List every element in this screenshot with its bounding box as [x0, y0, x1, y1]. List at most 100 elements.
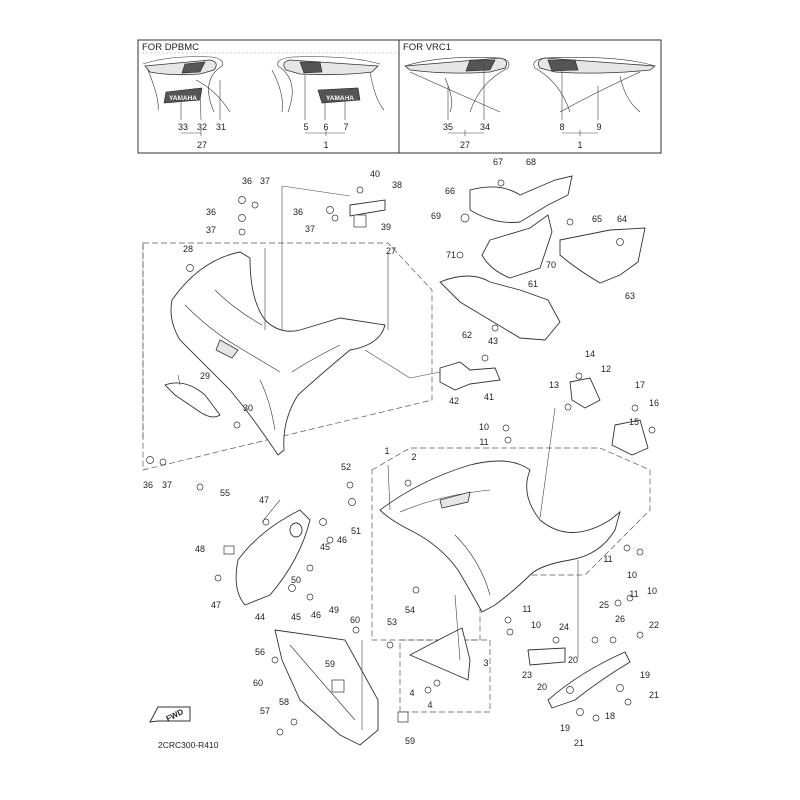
callout-1-top-left: 1: [323, 140, 328, 150]
lower-cowling-1-drawing: [379, 460, 621, 613]
diagram-reference-code: 2CRC300-R410: [158, 740, 219, 750]
callout-40: 40: [370, 169, 380, 179]
callout-2: 2: [411, 452, 416, 462]
callout-58: 58: [279, 697, 289, 707]
callout-10-a: 10: [479, 422, 489, 432]
callout-10-b: 10: [627, 570, 637, 580]
callout-20-a: 20: [568, 655, 578, 665]
callout-36-c: 36: [293, 207, 303, 217]
callout-6: 6: [323, 122, 328, 132]
callout-9: 9: [596, 122, 601, 132]
callout-31: 31: [216, 122, 226, 132]
callout-28: 28: [183, 244, 193, 254]
decal-yamaha-right: YAMAHA: [326, 95, 354, 102]
inset-box: [137, 39, 662, 154]
callout-59-a: 59: [325, 659, 335, 669]
callout-13: 13: [549, 380, 559, 390]
callout-23: 23: [522, 670, 532, 680]
fwd-arrow-icon: FWD: [149, 706, 191, 724]
callout-27-mid: 27: [386, 246, 396, 256]
callout-labels: 33 32 31 27 5 6 7 1 35 34 27 8 9 1 36 37…: [143, 122, 659, 748]
callout-11-a: 11: [479, 437, 488, 447]
callout-11-c: 11: [629, 589, 638, 599]
callout-19-b: 19: [560, 723, 570, 733]
dpbmc-left-fairing-drawing: YAMAHA: [142, 56, 231, 113]
callout-5: 5: [303, 122, 308, 132]
callout-37-a: 37: [260, 176, 270, 186]
callout-46-b: 46: [311, 610, 321, 620]
callout-45-a: 45: [320, 542, 330, 552]
callout-42: 42: [449, 396, 459, 406]
callout-59-b: 59: [405, 736, 415, 746]
leaders-main: [177, 185, 579, 730]
callout-24: 24: [559, 622, 569, 632]
callout-54: 54: [405, 605, 415, 615]
inset-leaders: [180, 64, 599, 136]
callout-55: 55: [220, 488, 230, 498]
small-brackets-drawing: [569, 377, 649, 456]
callout-17: 17: [635, 380, 645, 390]
callout-7: 7: [343, 122, 348, 132]
callout-1-top-right: 1: [577, 140, 582, 150]
callout-53: 53: [387, 617, 397, 627]
dpbmc-right-fairing-drawing: YAMAHA: [271, 56, 385, 113]
callout-30: 30: [243, 403, 253, 413]
callout-4-a: 4: [409, 688, 414, 698]
callout-39: 39: [381, 222, 391, 232]
callout-1-main: 1: [384, 446, 389, 456]
vrc1-left-fairing-drawing: [403, 57, 510, 113]
callout-37-d: 37: [162, 480, 172, 490]
callout-29: 29: [200, 371, 210, 381]
callout-66: 66: [445, 186, 455, 196]
callout-35: 35: [443, 122, 453, 132]
callout-60-a: 60: [350, 615, 360, 625]
inset-right-title: FOR VRC1: [403, 42, 451, 53]
callout-63: 63: [625, 291, 635, 301]
callout-47-a: 47: [259, 495, 269, 505]
vrc1-right-fairing-drawing: [533, 57, 657, 113]
callout-11-b: 11: [603, 554, 612, 564]
callout-34: 34: [480, 122, 490, 132]
panel-44-drawing: [235, 509, 311, 606]
bracket-38-drawing: [349, 199, 386, 228]
inset-left-title: FOR DPBMC: [142, 42, 199, 53]
callout-25: 25: [599, 600, 609, 610]
callout-45-b: 45: [291, 612, 301, 622]
callout-60-b: 60: [253, 678, 263, 688]
callout-36-d: 36: [143, 480, 153, 490]
callout-33: 33: [178, 122, 188, 132]
callout-37-b: 37: [206, 225, 216, 235]
callout-22: 22: [649, 620, 659, 630]
callout-12: 12: [601, 364, 611, 374]
callout-52: 52: [341, 462, 351, 472]
callout-10-d: 10: [531, 620, 541, 630]
callout-32: 32: [197, 122, 207, 132]
callout-14: 14: [585, 349, 595, 359]
callout-41: 41: [484, 392, 494, 402]
callout-27-top: 27: [197, 140, 207, 150]
bracket-41-drawing: [439, 361, 501, 391]
callout-18: 18: [605, 711, 615, 721]
fasteners: [146, 179, 656, 736]
callout-21-a: 21: [649, 690, 659, 700]
callout-50: 50: [291, 575, 301, 585]
callout-68: 68: [526, 157, 536, 167]
callout-70: 70: [546, 260, 556, 270]
callout-62: 62: [462, 330, 472, 340]
callout-15: 15: [629, 417, 639, 427]
callout-4-b: 4: [427, 700, 432, 710]
callout-21-b: 21: [574, 738, 584, 748]
callout-8: 8: [559, 122, 564, 132]
bracket-18-drawing: [527, 647, 631, 709]
callout-46-a: 46: [337, 535, 347, 545]
callout-48: 48: [195, 544, 205, 554]
callout-69: 69: [431, 211, 441, 221]
callout-43: 43: [488, 336, 498, 346]
callout-56: 56: [255, 647, 265, 657]
decal-yamaha-left: YAMAHA: [169, 95, 197, 102]
callout-36-a: 36: [242, 176, 252, 186]
inner-panel-29-drawing: [164, 382, 221, 418]
upper-right-ducts-drawing: [439, 175, 646, 341]
callout-11-d: 11: [522, 604, 531, 614]
